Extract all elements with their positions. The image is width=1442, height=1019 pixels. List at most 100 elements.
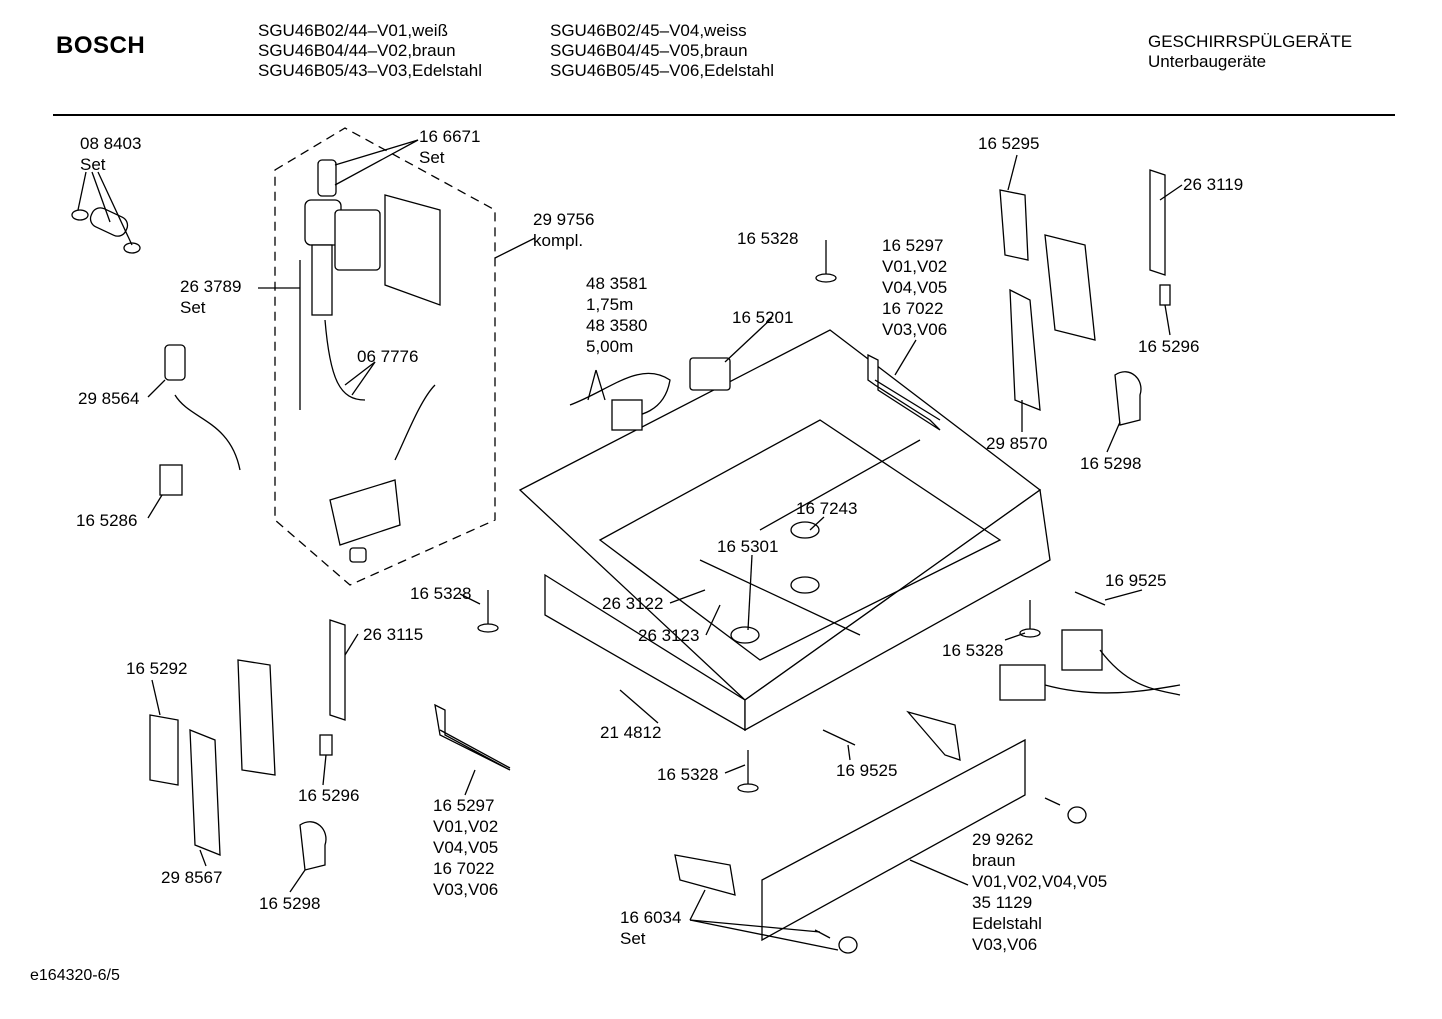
part-number: 29 8564 xyxy=(78,389,140,408)
part-number: 16 7022 xyxy=(882,299,944,318)
screw-part xyxy=(1074,591,1106,606)
screw-part xyxy=(1019,600,1041,638)
part-number: 16 9525 xyxy=(836,761,898,780)
part-number: 16 5292 xyxy=(126,659,188,678)
door-lock-part xyxy=(1114,371,1142,426)
spring-strip-part xyxy=(867,353,941,431)
part-number: 26 3115 xyxy=(363,625,424,644)
cover-part xyxy=(149,714,179,786)
part-note: kompl. xyxy=(533,231,584,250)
part-label: 26 3123 xyxy=(638,625,699,646)
part-number: 29 8567 xyxy=(161,868,223,887)
document-code: e164320-6/5 xyxy=(30,967,120,984)
model-list-1: SGU46B02/44–V01,weiß SGU46B04/44–V02,bra… xyxy=(258,21,482,81)
brand-logo: BOSCH xyxy=(56,32,146,59)
part-number: 26 3789 xyxy=(180,277,242,296)
part-number: 48 3580 xyxy=(586,316,648,335)
part-number: 16 5201 xyxy=(732,308,794,327)
wire-harness xyxy=(1044,684,1181,694)
part-note: Edelstahl xyxy=(972,914,1042,933)
model-line: SGU46B04/45–V05,braun xyxy=(550,41,748,60)
part-number: 26 3122 xyxy=(602,594,664,613)
part-label: 26 3119 xyxy=(1183,174,1243,195)
part-note: V01,V02 xyxy=(433,817,499,836)
part-number: 35 1129 xyxy=(972,893,1033,912)
part-note: Set xyxy=(419,148,445,167)
bracket-part xyxy=(237,659,276,776)
part-number: 21 4812 xyxy=(600,723,662,742)
part-note: V03,V06 xyxy=(972,935,1038,954)
part-number: 16 5328 xyxy=(657,765,719,784)
part-note: braun xyxy=(972,851,1016,870)
part-label: 26 3115 xyxy=(363,624,423,645)
part-note: V04,V05 xyxy=(433,838,499,857)
base-tub-part xyxy=(518,329,1051,732)
hose-clamp-part xyxy=(71,207,141,254)
part-number: 26 3119 xyxy=(1183,175,1244,194)
bracket-part xyxy=(1009,288,1041,411)
cap-part xyxy=(1067,806,1087,824)
part-number: 16 5328 xyxy=(942,641,1004,660)
part-label: 16 5296 xyxy=(1138,336,1199,357)
part-note: 1,75m xyxy=(586,295,634,314)
part-number: 16 6034 xyxy=(620,908,682,927)
part-number: 16 5296 xyxy=(298,786,360,805)
part-number: 16 6671 xyxy=(419,127,481,146)
part-note: Set xyxy=(180,298,206,317)
part-label: 26 3122 xyxy=(602,593,663,614)
cap-part xyxy=(838,936,858,954)
part-label: 16 5297 V01,V02 V04,V05 16 7022 V03,V06 xyxy=(433,795,498,900)
part-label: 26 3789 Set xyxy=(180,276,241,318)
part-label: 08 8403 Set xyxy=(80,133,141,175)
part-number: 29 8570 xyxy=(986,434,1048,453)
part-label: 16 5298 xyxy=(259,893,320,914)
part-label: 16 6034 Set xyxy=(620,907,681,949)
part-number: 16 5295 xyxy=(978,134,1040,153)
part-note: V01,V02,V04,V05 xyxy=(972,872,1108,891)
part-label: 16 5328 xyxy=(410,583,471,604)
part-number: 16 5297 xyxy=(882,236,944,255)
part-label: 29 9262 braun V01,V02,V04,V05 35 1129 Ed… xyxy=(972,829,1107,955)
part-label: 29 8570 xyxy=(986,433,1047,454)
bellows-part xyxy=(164,344,186,381)
assembly-group-outline xyxy=(274,127,496,586)
part-label: 29 8564 xyxy=(78,388,139,409)
model-line: SGU46B02/44–V01,weiß xyxy=(258,21,448,40)
part-label: 16 7243 xyxy=(796,498,857,519)
part-label: 16 5296 xyxy=(298,785,359,806)
leader-lines xyxy=(77,139,1183,951)
part-label: 16 9525 xyxy=(836,760,897,781)
part-note: V03,V06 xyxy=(882,320,948,339)
screw-part xyxy=(737,750,759,793)
part-number: 16 7243 xyxy=(796,499,858,518)
bracket-part xyxy=(1149,169,1166,276)
screw-part xyxy=(477,590,499,633)
part-note: Set xyxy=(620,929,646,948)
hose-line xyxy=(174,394,241,471)
panel-bracket-part xyxy=(906,710,961,761)
latch-part xyxy=(1159,284,1171,306)
part-number: 16 5298 xyxy=(1080,454,1142,473)
part-number: 16 5328 xyxy=(737,229,799,248)
model-line: SGU46B02/45–V04,weiss xyxy=(550,21,747,40)
part-number: 48 3581 xyxy=(586,274,648,293)
aquastop-valve-part xyxy=(304,159,441,316)
latch-part xyxy=(319,734,333,756)
screw-part xyxy=(815,240,837,283)
part-label: 29 9756 kompl. xyxy=(533,209,594,251)
part-label: 16 5286 xyxy=(76,510,137,531)
part-number: 16 5328 xyxy=(410,584,472,603)
part-label: 16 5328 xyxy=(737,228,798,249)
part-number: 08 8403 xyxy=(80,134,142,153)
door-lock-part xyxy=(299,821,327,871)
part-number: 29 9262 xyxy=(972,830,1034,849)
part-label: 29 8567 xyxy=(161,867,222,888)
valve-cable xyxy=(324,319,366,401)
part-note: V03,V06 xyxy=(433,880,499,899)
bracket-part xyxy=(329,619,346,721)
part-label: 16 5298 xyxy=(1080,453,1141,474)
connector-part xyxy=(689,357,731,391)
spring-strip-part xyxy=(434,703,511,771)
